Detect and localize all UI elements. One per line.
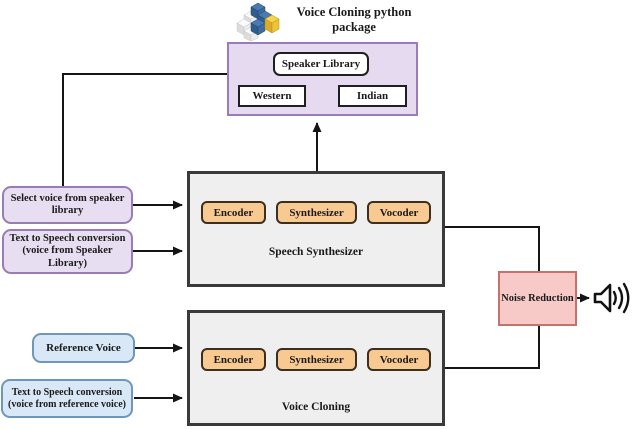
voice-cloning-modules: Encoder Synthesizer Vocoder xyxy=(190,348,442,371)
loudspeaker-icon xyxy=(592,280,634,316)
speaker-library-label: Speaker Library xyxy=(281,58,361,70)
speech-synthesizer-label: Speech Synthesizer xyxy=(268,246,364,258)
noise-reduction-label: Noise Reduction xyxy=(501,293,574,304)
western-node: Western xyxy=(238,85,306,107)
synthesizer-module: Synthesizer xyxy=(276,348,357,371)
speaker-library-node: Speaker Library xyxy=(273,52,369,76)
vocoder-module: Vocoder xyxy=(366,201,432,224)
speech-synthesizer-modules: Encoder Synthesizer Vocoder xyxy=(190,201,442,224)
reference-voice-label: Reference Voice xyxy=(46,341,121,354)
encoder-module: Encoder xyxy=(200,201,267,224)
indian-node: Indian xyxy=(338,85,407,107)
connector-select-to-library xyxy=(62,73,227,186)
python-package-icon xyxy=(236,2,280,42)
indian-label: Indian xyxy=(356,90,389,102)
connector-noise-to-cloning xyxy=(445,326,540,369)
select-voice-label: Select voice from speaker library xyxy=(10,192,125,216)
connector-synth-to-noise xyxy=(445,226,540,271)
tts-speaker-label: Text to Speech conversion (voice from Sp… xyxy=(9,232,126,269)
select-voice-node: Select voice from speaker library xyxy=(2,186,133,224)
speech-synthesizer-box: Encoder Synthesizer Vocoder Speech Synth… xyxy=(187,171,445,287)
diagram-title: Voice Cloning python package xyxy=(296,5,412,34)
voice-cloning-box: Encoder Synthesizer Vocoder Voice Clonin… xyxy=(187,310,445,426)
speaker-library-container: Speaker Library Western Indian xyxy=(227,42,418,116)
reference-voice-node: Reference Voice xyxy=(32,333,135,363)
noise-reduction-node: Noise Reduction xyxy=(498,271,577,326)
voice-cloning-label: Voice Cloning xyxy=(281,401,351,413)
vocoder-module: Vocoder xyxy=(366,348,432,371)
tts-reference-node: Text to Speech conversion (voice from re… xyxy=(1,379,133,418)
tts-reference-label: Text to Speech conversion (voice from re… xyxy=(8,386,126,410)
synthesizer-module: Synthesizer xyxy=(276,201,357,224)
tts-speaker-node: Text to Speech conversion (voice from Sp… xyxy=(2,229,133,274)
encoder-module: Encoder xyxy=(200,348,267,371)
western-label: Western xyxy=(252,90,292,102)
